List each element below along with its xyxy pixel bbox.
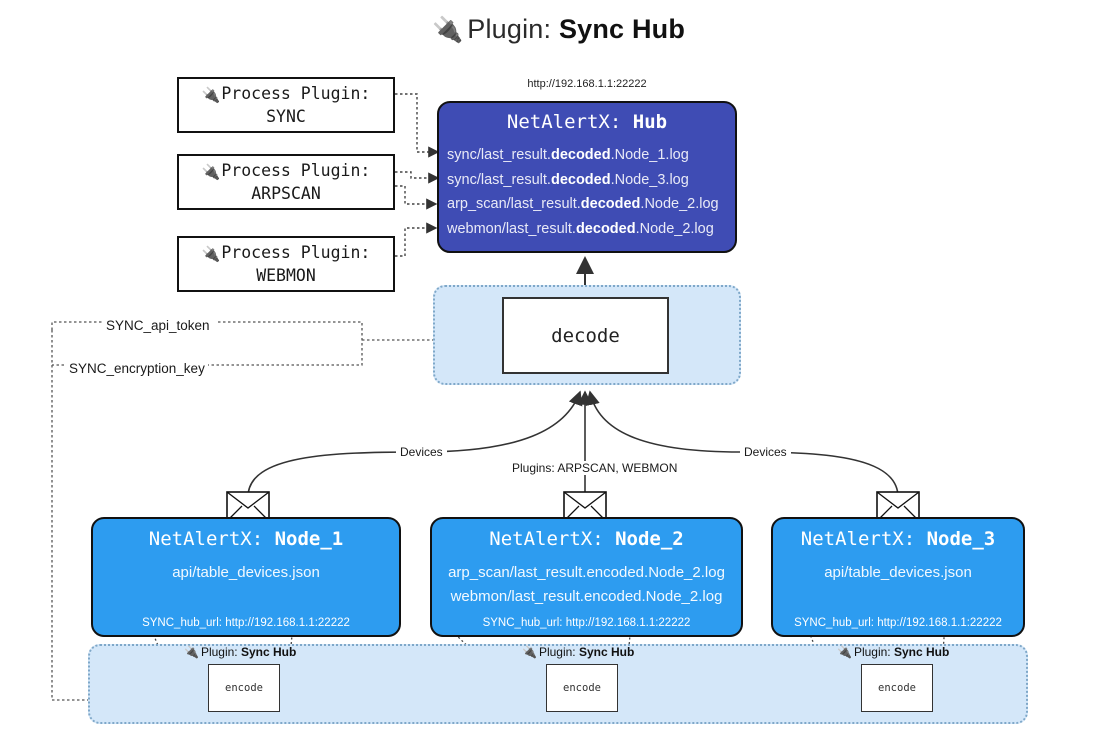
plug-icon: 🔌 bbox=[431, 16, 464, 44]
encoder-plugin-label-2: 🔌Plugin: Sync Hub bbox=[522, 645, 634, 659]
node-footer: SYNC_hub_url: http://192.168.1.1:22222 bbox=[142, 617, 350, 629]
process-plugin-label: Process Plugin: bbox=[221, 84, 371, 103]
encoder-prefix: Plugin: bbox=[538, 645, 579, 659]
log-post: .Node_2.log bbox=[640, 196, 719, 212]
node-title: NetAlertX: Node_3 bbox=[773, 528, 1023, 550]
process-plugin-sync[interactable]: 🔌Process Plugin: SYNC bbox=[177, 77, 395, 133]
node-title-name: Node_1 bbox=[274, 528, 344, 550]
decode-box[interactable]: decode bbox=[502, 297, 669, 374]
log-post: .Node_2.log bbox=[635, 220, 714, 237]
edge-label-devices-left: Devices bbox=[396, 445, 447, 459]
log-em: decoded bbox=[550, 171, 611, 188]
encoder-name: Sync Hub bbox=[893, 645, 950, 659]
encoder-name: Sync Hub bbox=[578, 645, 635, 659]
sync-encryption-key-label: SYNC_encryption_key bbox=[66, 361, 208, 376]
node-lines: api/table_devices.json bbox=[93, 561, 399, 585]
process-plugin-label: Process Plugin: bbox=[221, 243, 371, 262]
hub-url: http://192.168.1.1:22222 bbox=[527, 78, 647, 90]
process-plugin-webmon[interactable]: 🔌Process Plugin: WEBMON bbox=[177, 236, 395, 292]
encode-box-3[interactable]: encode bbox=[861, 664, 933, 712]
hub-title-prefix: NetAlertX: bbox=[506, 111, 633, 133]
log-em: decoded bbox=[550, 147, 611, 163]
log-em: decoded bbox=[575, 220, 636, 237]
hub-log-line: sync/last_result.decoded.Node_3.log bbox=[439, 168, 735, 193]
plug-icon: 🔌 bbox=[837, 645, 852, 659]
process-plugin-name: WEBMON bbox=[256, 266, 316, 285]
node-title: NetAlertX: Node_1 bbox=[93, 528, 399, 550]
process-plugin-heading: 🔌Process Plugin: bbox=[179, 161, 393, 181]
log-pre: webmon/last_result. bbox=[447, 220, 576, 237]
page-title-prefix: Plugin: bbox=[467, 14, 559, 44]
process-plugin-arpscan[interactable]: 🔌Process Plugin: ARPSCAN bbox=[177, 154, 395, 210]
node-lines: arp_scan/last_result.encoded.Node_2.log … bbox=[432, 561, 741, 609]
hub-box[interactable]: NetAlertX: Hub sync/last_result.decoded.… bbox=[437, 101, 737, 253]
node-box-node-1[interactable]: NetAlertX: Node_1 api/table_devices.json… bbox=[91, 517, 401, 637]
process-plugin-heading: 🔌Process Plugin: bbox=[179, 243, 393, 263]
encoder-plugin-label-3: 🔌Plugin: Sync Hub bbox=[837, 645, 949, 659]
node-title-prefix: NetAlertX: bbox=[800, 528, 927, 550]
page-title-name: Sync Hub bbox=[558, 14, 686, 44]
process-plugin-label: Process Plugin: bbox=[221, 161, 371, 180]
log-pre: arp_scan/last_result. bbox=[447, 196, 581, 212]
hub-title: NetAlertX: Hub bbox=[439, 111, 735, 133]
node-title-prefix: NetAlertX: bbox=[489, 528, 616, 550]
node-title-prefix: NetAlertX: bbox=[148, 528, 275, 550]
hub-log-line: arp_scan/last_result.decoded.Node_2.log bbox=[439, 192, 735, 217]
node-lines: api/table_devices.json bbox=[773, 561, 1023, 585]
log-post: .Node_3.log bbox=[610, 171, 689, 188]
process-plugin-name: SYNC bbox=[266, 107, 306, 126]
node-footer: SYNC_hub_url: http://192.168.1.1:22222 bbox=[482, 617, 691, 629]
log-post: .Node_1.log bbox=[610, 147, 689, 163]
log-em: decoded bbox=[580, 196, 641, 212]
page-title: 🔌Plugin: Sync Hub bbox=[0, 14, 1117, 45]
log-pre: sync/last_result. bbox=[447, 147, 551, 163]
node-footer: SYNC_hub_url: http://192.168.1.1:22222 bbox=[794, 617, 1002, 629]
hub-log-line: webmon/last_result.decoded.Node_2.log bbox=[439, 217, 735, 242]
node-line: arp_scan/last_result.encoded.Node_2.log bbox=[448, 564, 725, 581]
plug-icon: 🔌 bbox=[201, 245, 221, 263]
plug-icon: 🔌 bbox=[201, 163, 221, 181]
encoder-plugin-label-1: 🔌Plugin: Sync Hub bbox=[184, 645, 296, 659]
encode-box-2[interactable]: encode bbox=[546, 664, 618, 712]
edge-label-devices-right: Devices bbox=[740, 445, 791, 459]
encode-box-1[interactable]: encode bbox=[208, 664, 280, 712]
process-plugin-name: ARPSCAN bbox=[251, 184, 321, 203]
hub-log-list: sync/last_result.decoded.Node_1.log sync… bbox=[439, 143, 735, 241]
node-box-node-2[interactable]: NetAlertX: Node_2 arp_scan/last_result.e… bbox=[430, 517, 743, 637]
plug-icon: 🔌 bbox=[522, 645, 537, 659]
node-line: webmon/last_result.encoded.Node_2.log bbox=[450, 588, 723, 605]
hub-log-line: sync/last_result.decoded.Node_1.log bbox=[439, 143, 735, 168]
plug-icon: 🔌 bbox=[201, 86, 221, 104]
encoder-name: Sync Hub bbox=[240, 645, 297, 659]
hub-title-name: Hub bbox=[632, 111, 668, 133]
encoder-prefix: Plugin: bbox=[853, 645, 894, 659]
sync-api-token-label: SYNC_api_token bbox=[103, 318, 213, 333]
node-title-name: Node_2 bbox=[615, 528, 684, 550]
process-plugin-heading: 🔌Process Plugin: bbox=[179, 84, 393, 104]
encoder-prefix: Plugin: bbox=[200, 645, 241, 659]
plug-icon: 🔌 bbox=[184, 645, 199, 659]
node-title: NetAlertX: Node_2 bbox=[432, 528, 741, 550]
node-title-name: Node_3 bbox=[926, 528, 996, 550]
node-line: api/table_devices.json bbox=[172, 564, 320, 581]
log-pre: sync/last_result. bbox=[447, 171, 551, 188]
edge-label-plugins: Plugins: ARPSCAN, WEBMON bbox=[508, 461, 682, 475]
node-box-node-3[interactable]: NetAlertX: Node_3 api/table_devices.json… bbox=[771, 517, 1025, 637]
node-line: api/table_devices.json bbox=[824, 564, 972, 581]
